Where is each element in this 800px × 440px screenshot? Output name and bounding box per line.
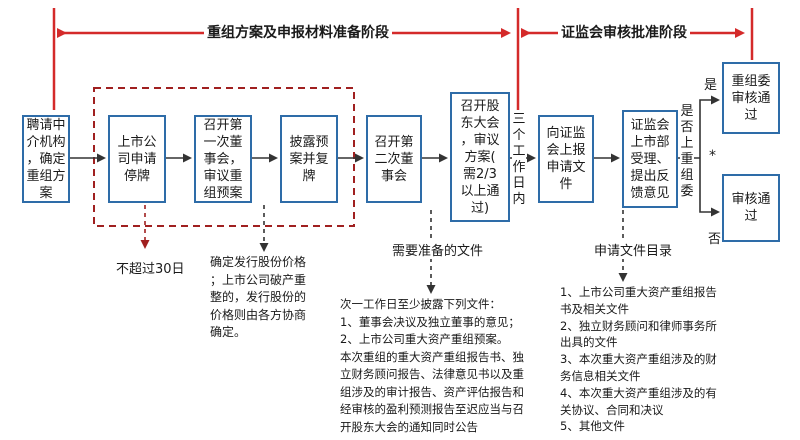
box-shareholders-meeting: 召开股 东大会 ，审议 方案( 需2/3 以上通 过) [450,92,510,222]
star-mark: * [709,148,716,164]
box-first-board-meeting: 召开第 一次董 事会， 审议重 组预案 [194,115,252,203]
docs-list-caption: 申请文件目录 [592,240,675,259]
board-phase-enclosure [93,87,355,227]
price-note: 确定发行股份价格 ；上市公司破产重 整的，发行股份的 价格则由各方协商 确定。 [210,255,307,339]
no-more-than-30-days: 不超过30日 [116,262,185,277]
application-docs-note: 1、上市公司重大资产重组报告 书及相关文件 2、独立财务顾问和律师事务所 出具的… [560,285,717,434]
phase2-label: 证监会审核批准阶段 [558,22,690,42]
three-workdays-label: 三 个 工 作 日 内 [512,112,526,208]
box-second-board-meeting: 召开第 二次董 事会 [366,115,422,203]
docs-needed-caption: 需要准备的文件 [390,240,486,259]
no-label: 否 [708,232,722,247]
box-approved: 审核通 过 [722,174,780,242]
disclosure-note: 次一工作日至少披露下列文件： 1、董事会决议及独立董事的意见； 2、上市公司重大… [340,297,524,434]
phase1-label: 重组方案及申报材料准备阶段 [204,22,392,42]
box-submit-application: 向证监 会上报 申请文 件 [538,115,594,203]
box-disclose-resume: 披露预 案并复 牌 [280,115,338,203]
committee-question-label: 是 否 上 重 组 委 [680,104,694,200]
box-hire-intermediaries: 聘请中 介机构 ，确定 重组方 案 [22,115,70,203]
yes-label: 是 [704,78,718,93]
box-csrc-feedback: 证监会 上市部 受理、 提出反 馈意见 [622,110,678,208]
box-apply-suspension: 上市公 司申请 停牌 [108,115,166,203]
box-committee-approved: 重组委 审核通 过 [722,62,780,134]
